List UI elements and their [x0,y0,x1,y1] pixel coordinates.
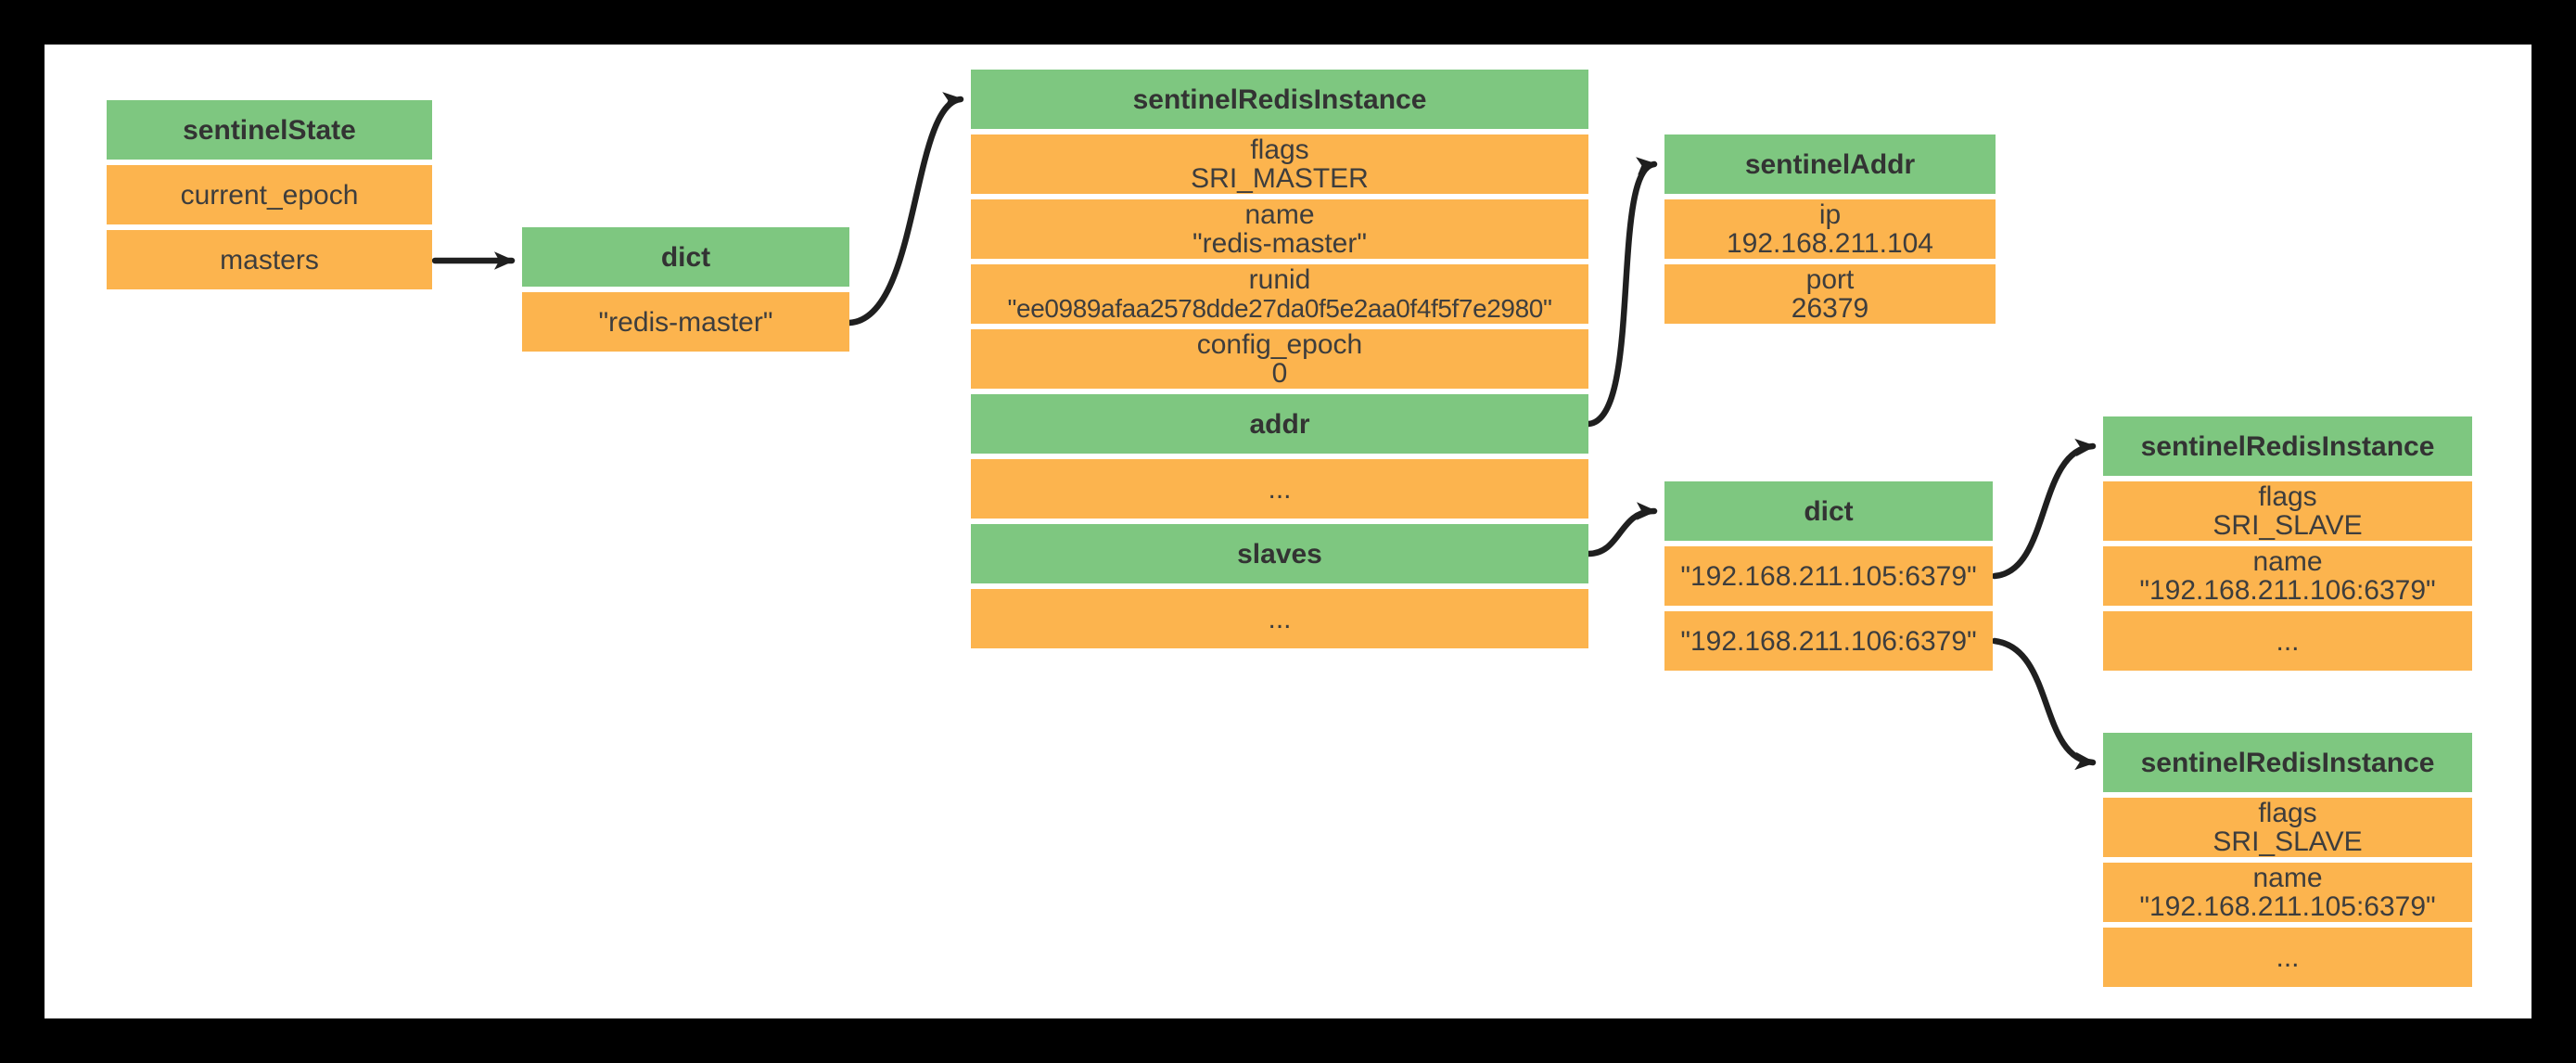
ellipsis-row: ... [2103,928,2472,987]
field-ip: ip 192.168.211.104 [1664,199,1996,259]
dict-key-106: "192.168.211.106:6379" [1664,611,1993,671]
field-value: SRI_SLAVE [2213,510,2363,541]
node-slave-instance-1: sentinelRedisInstance flags SRI_SLAVE na… [2103,416,2472,676]
field-value: "192.168.211.106:6379" [2139,575,2436,606]
field-label: name [2252,546,2323,577]
node-title: sentinelState [107,100,432,160]
field-label: flags [1250,134,1309,165]
field-label: ip [1818,199,1842,230]
field-current-epoch: current_epoch [107,165,432,224]
field-masters: masters [107,230,432,289]
dict-key-redis-master: "redis-master" [522,292,849,352]
field-name: name "192.168.211.106:6379" [2103,546,2472,606]
field-value: "redis-master" [1192,228,1367,259]
field-label: flags [2258,798,2317,828]
field-port: port 26379 [1664,264,1996,324]
field-label: config_epoch [1196,329,1363,360]
field-value: 26379 [1791,293,1869,324]
field-value: "ee0989afaa2578dde27da0f5e2aa0f4f5f7e298… [1007,294,1552,323]
field-name: name "redis-master" [971,199,1588,259]
field-label: name [2252,863,2323,893]
node-sentinel-state: sentinelState current_epoch masters [107,100,432,295]
section-slaves: slaves [971,524,1588,583]
field-value: SRI_MASTER [1191,163,1369,194]
field-value: 192.168.211.104 [1727,228,1933,259]
field-runid: runid "ee0989afaa2578dde27da0f5e2aa0f4f5… [971,264,1588,324]
field-flags: flags SRI_MASTER [971,134,1588,194]
field-label: name [1244,199,1315,230]
dict-key-105: "192.168.211.105:6379" [1664,546,1993,606]
node-title: sentinelAddr [1664,134,1996,194]
node-sentinel-addr: sentinelAddr ip 192.168.211.104 port 263… [1664,134,1996,329]
node-title: sentinelRedisInstance [2103,733,2472,792]
node-title: sentinelRedisInstance [971,70,1588,129]
node-master-instance: sentinelRedisInstance flags SRI_MASTER n… [971,70,1588,654]
field-config-epoch: config_epoch 0 [971,329,1588,389]
node-title: dict [1664,481,1993,541]
field-flags: flags SRI_SLAVE [2103,481,2472,541]
field-label: flags [2258,481,2317,512]
field-label: runid [1248,264,1311,295]
field-value: 0 [1271,358,1288,389]
field-label: port [1805,264,1855,295]
ellipsis-row: ... [2103,611,2472,671]
field-value: SRI_SLAVE [2213,826,2363,857]
ellipsis-row: ... [971,459,1588,519]
field-flags: flags SRI_SLAVE [2103,798,2472,857]
ellipsis-row: ... [971,589,1588,648]
field-name: name "192.168.211.105:6379" [2103,863,2472,922]
node-dict-masters: dict "redis-master" [522,227,849,357]
node-dict-slaves: dict "192.168.211.105:6379" "192.168.211… [1664,481,1993,676]
section-addr: addr [971,394,1588,454]
node-title: sentinelRedisInstance [2103,416,2472,476]
field-value: "192.168.211.105:6379" [2139,891,2436,922]
node-title: dict [522,227,849,287]
node-slave-instance-2: sentinelRedisInstance flags SRI_SLAVE na… [2103,733,2472,993]
